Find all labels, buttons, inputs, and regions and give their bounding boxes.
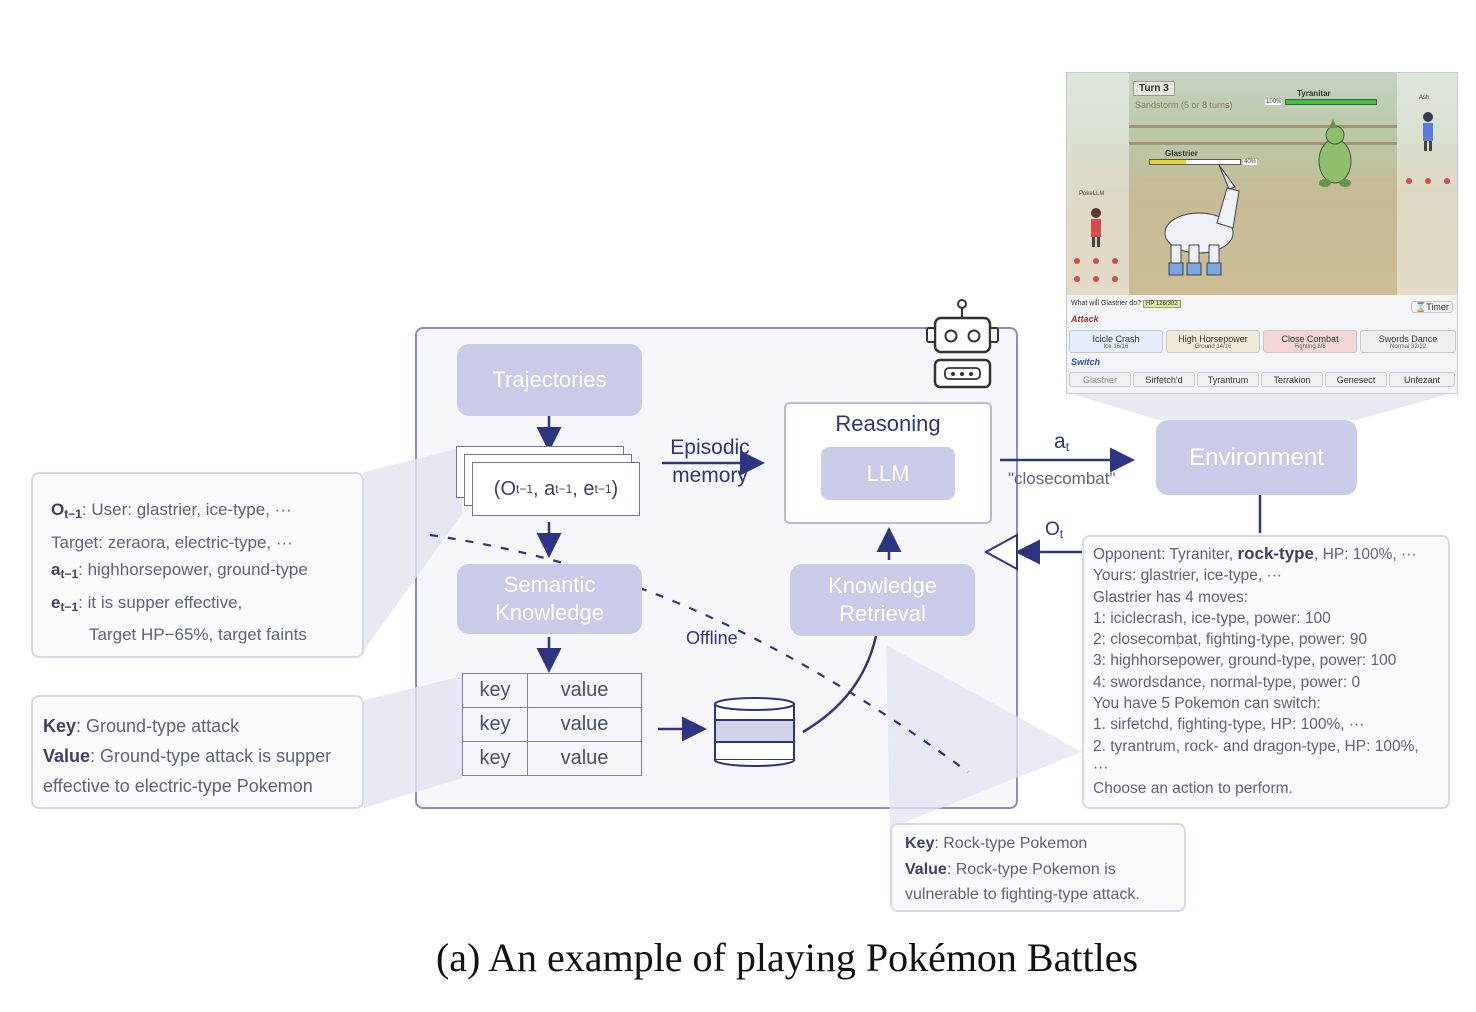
fence	[1129, 125, 1397, 145]
episodic-memory-label: Episodic memory	[670, 436, 750, 487]
trajectories-node: Trajectories	[457, 344, 642, 416]
observation-panel: Opponent: Tyraniter, rock-type, HP: 100%…	[1082, 535, 1450, 809]
robot-icon	[926, 299, 999, 389]
llm-node: LLM	[821, 447, 955, 500]
environment-node: Environment	[1156, 420, 1357, 495]
hourglass-icon: ⌛	[1415, 301, 1427, 312]
move-button-icicle-crash[interactable]: Icicle Crash Ice 16/16	[1069, 330, 1163, 353]
left-trainer-sprite	[1091, 208, 1101, 247]
switch-button-terrakion[interactable]: Terrakion	[1261, 372, 1323, 387]
screenshot-callout-wedge	[1066, 392, 1456, 420]
table-key-cell: key	[462, 707, 528, 742]
observation-entry-triangle	[983, 533, 1018, 571]
table-value-cell: value	[527, 673, 642, 708]
retrieved-knowledge-panel: Key: Rock-type Pokemon Value: Rock-type …	[890, 823, 1186, 912]
database-icon	[714, 697, 795, 767]
table-key-cell: key	[462, 741, 528, 776]
player-hp-label: 40%	[1243, 159, 1258, 165]
reasoning-label: Reasoning	[835, 411, 941, 436]
right-trainer-sprite	[1423, 112, 1433, 151]
left-trainer-panel	[1067, 73, 1129, 295]
tuple-open: (O	[493, 477, 516, 500]
player-hp-fill	[1150, 160, 1186, 164]
hp-badge: HP 126/302	[1142, 300, 1181, 308]
battlefield	[1067, 73, 1457, 295]
left-trainer-name: PokeLLM	[1079, 191, 1105, 197]
figure-caption: (a) An example of playing Pokémon Battle…	[435, 935, 1139, 980]
timer-button[interactable]: ⌛Timer	[1411, 301, 1453, 313]
knowledge-table: key value key value key value	[462, 673, 642, 776]
trajectory-detail-panel: Ot−1: User: glastrier, ice-type, ··· Tar…	[31, 472, 364, 658]
table-row: key value	[462, 707, 642, 742]
move-button-high-horsepower[interactable]: High Horsepower Ground 14/16	[1166, 330, 1260, 353]
table-key-cell: key	[462, 673, 528, 708]
switch-button-genesect[interactable]: Genesect	[1325, 372, 1387, 387]
switch-button-tyrantrum[interactable]: Tyrantrum	[1197, 372, 1259, 387]
observation-label: Ot	[1045, 519, 1064, 541]
weather-label: Sandstorm (5 or 8 turns)	[1135, 100, 1233, 110]
opponent-name: Tyranitar	[1297, 89, 1331, 98]
action-value: "closecombat"	[1008, 469, 1116, 488]
semantic-knowledge-example-panel: Key: Ground-type attack Value: Ground-ty…	[31, 695, 364, 809]
opponent-hp-fill	[1286, 100, 1376, 104]
action-label: at	[1054, 430, 1070, 454]
trajectory-callout-wedge	[364, 448, 462, 650]
switch-button-sirfetchd[interactable]: Sirfetch'd	[1133, 372, 1195, 387]
player-hp-bar	[1149, 159, 1241, 165]
opponent-hp-label: 100%	[1265, 99, 1283, 105]
tyranitar-sprite	[1318, 119, 1352, 187]
player-name: Glastrier	[1165, 149, 1198, 158]
glastrier-sprite	[1164, 164, 1240, 276]
attack-section-label: Attack	[1071, 314, 1099, 324]
offline-divider	[429, 533, 969, 773]
knowledge-retrieval-node: Knowledge Retrieval	[790, 564, 975, 636]
pokemon-sprites	[1074, 112, 1450, 282]
retrieval-callout-wedge	[886, 645, 1082, 828]
move-button-close-combat[interactable]: Close Combat Fighting 8/8	[1263, 330, 1357, 353]
knowledge-callout-wedge	[364, 676, 462, 808]
turn-indicator: Turn 3	[1133, 81, 1175, 96]
right-trainer-name: Ash	[1419, 95, 1430, 101]
switch-button-glastrier[interactable]: Glastrier	[1069, 372, 1131, 387]
table-row: key value	[462, 673, 642, 708]
game-screenshot: Turn 3 Sandstorm (5 or 8 turns) Tyranita…	[1066, 72, 1458, 394]
right-pokeball-icons	[1406, 178, 1450, 184]
offline-label: Offline	[686, 628, 738, 648]
curve-db-to-retrieval	[802, 635, 878, 734]
switch-section-label: Switch	[1071, 357, 1101, 367]
table-value-cell: value	[527, 707, 642, 742]
semantic-knowledge-node: Semantic Knowledge	[457, 564, 642, 634]
left-pokeball-icons	[1074, 258, 1118, 282]
move-button-swords-dance[interactable]: Swords Dance Normal 32/32	[1360, 330, 1456, 353]
move-prompt: What will Glastrier do? HP 126/302	[1071, 300, 1181, 308]
switch-button-unfezant[interactable]: Unfezant	[1389, 372, 1455, 387]
table-row: key value	[462, 741, 642, 776]
table-value-cell: value	[527, 741, 642, 776]
opponent-hp-bar	[1285, 99, 1377, 105]
